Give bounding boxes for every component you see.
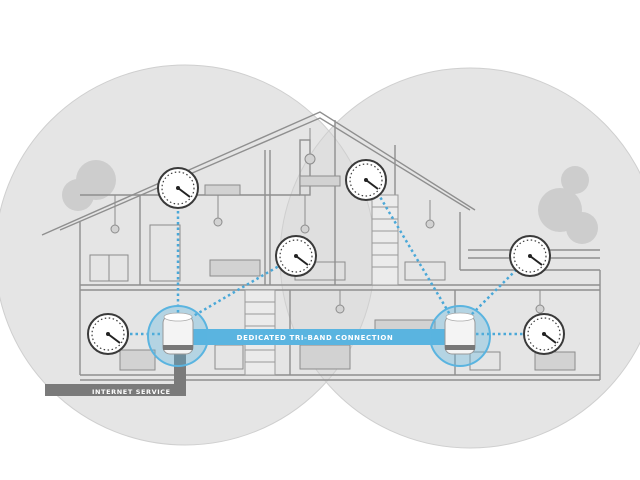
link-right-attic [368,179,454,319]
speed-gauge-icon [87,313,129,355]
roof-line [41,111,476,236]
internet-service-label: INTERNET SERVICE [92,388,171,396]
link-left-upper [189,254,297,320]
speed-gauge-icon [509,235,551,277]
backhaul-band: DEDICATED TRI-BAND CONNECTION [165,329,465,345]
speed-gauge-icon [345,159,387,201]
speed-gauge-icon [157,167,199,209]
furniture [89,128,576,371]
left-coverage-circle [0,65,375,445]
router-icon [147,305,209,367]
speed-gauge-icon [523,313,565,355]
backhaul-label: DEDICATED TRI-BAND CONNECTION [237,334,394,342]
router-icon [429,305,491,367]
speed-gauge-icon [275,235,317,277]
background-trees [62,160,598,244]
internet-service-line: INTERNET SERVICE [45,350,186,396]
